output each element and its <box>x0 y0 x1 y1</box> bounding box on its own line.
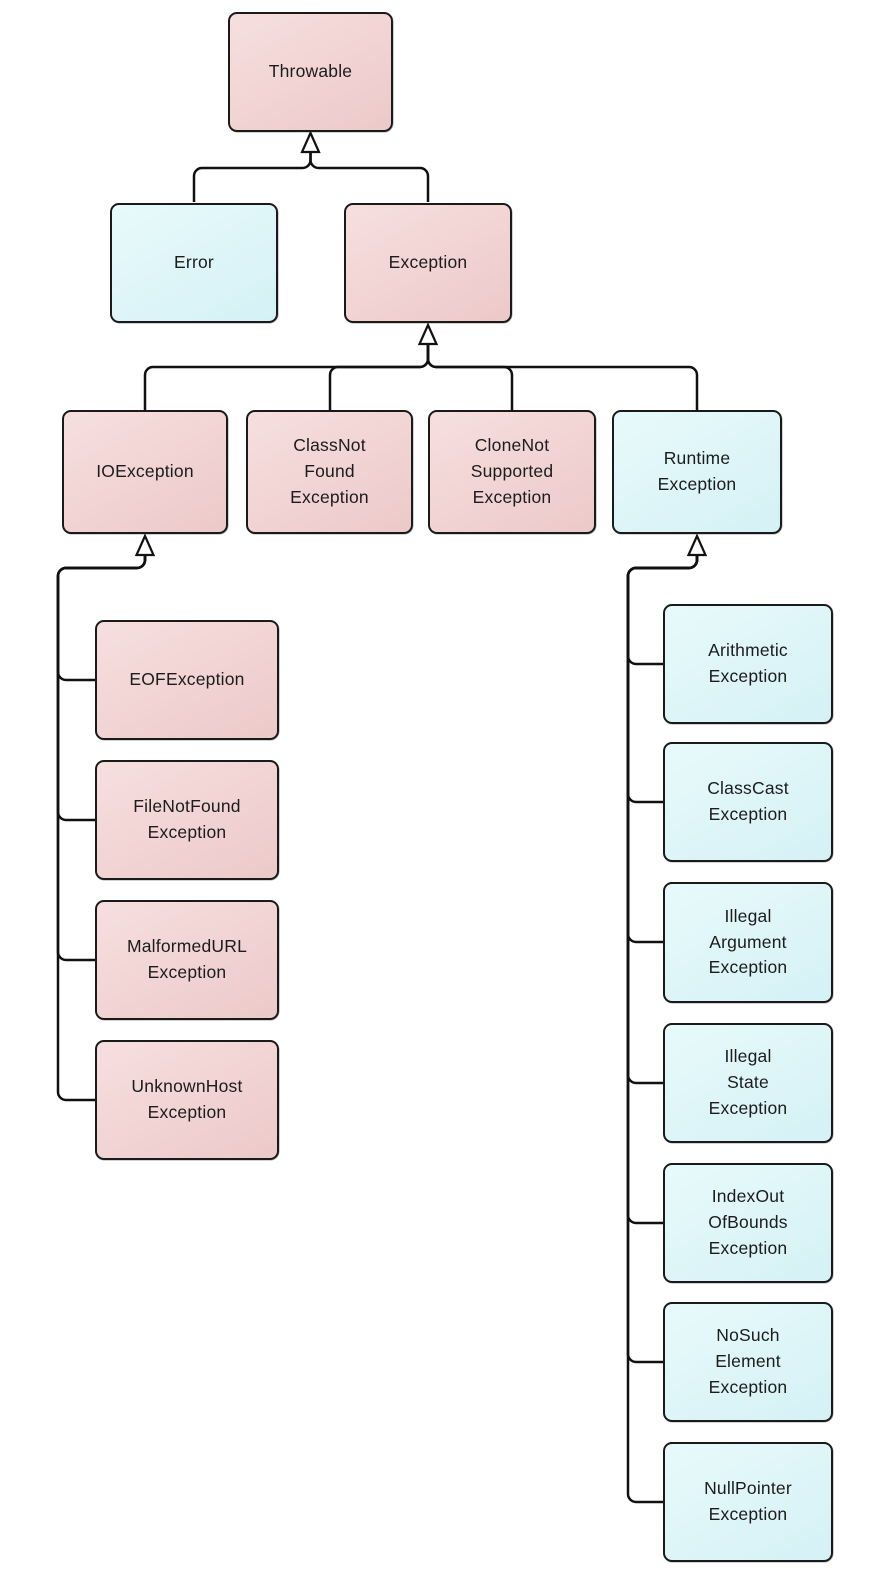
node-throwable: Throwable <box>228 12 393 132</box>
edge-ioexception-unknownhost <box>56 555 147 1102</box>
node-null-pointer-exception-label: NullPointer Exception <box>704 1478 792 1524</box>
edge-exception-ioexception <box>143 344 430 410</box>
node-clone-not-supported-exception-label: CloneNot Supported Exception <box>470 435 554 507</box>
edge-throwable-exception <box>309 151 430 202</box>
node-illegal-state-exception: Illegal State Exception <box>663 1023 833 1143</box>
node-eof-exception-label: EOFException <box>129 669 245 690</box>
node-unknown-host-exception-label: UnknownHost Exception <box>131 1076 243 1122</box>
edge-runtime-nullpointer <box>626 555 699 1504</box>
node-arithmetic-exception: Arithmetic Exception <box>663 604 833 724</box>
edge-throwable-error <box>192 151 312 202</box>
node-error: Error <box>110 203 278 323</box>
edge-exception-classnotfound <box>328 344 430 410</box>
node-runtime-exception: Runtime Exception <box>612 410 782 534</box>
edge-exception-runtimeexception <box>426 344 699 410</box>
node-file-not-found-exception: FileNotFound Exception <box>95 760 279 880</box>
node-malformed-url-exception-label: MalformedURL Exception <box>126 936 248 982</box>
node-throwable-label: Throwable <box>268 61 353 82</box>
node-file-not-found-exception-label: FileNotFound Exception <box>133 796 241 842</box>
inheritance-arrow-ioexception <box>134 533 156 557</box>
edge-exception-clonenotsupported <box>426 344 514 410</box>
node-exception-label: Exception <box>388 252 468 273</box>
inheritance-arrow-runtimeexception <box>686 533 708 557</box>
node-illegal-argument-exception-label: Illegal Argument Exception <box>708 905 788 978</box>
node-io-exception-label: IOException <box>96 461 194 482</box>
inheritance-arrow-throwable <box>300 130 321 154</box>
node-class-cast-exception: ClassCast Exception <box>663 742 833 862</box>
inheritance-arrow-exception <box>417 322 439 346</box>
node-class-cast-exception-label: ClassCast Exception <box>707 778 789 824</box>
node-exception: Exception <box>344 203 512 323</box>
node-error-label: Error <box>174 252 214 273</box>
node-class-not-found-exception: ClassNot Found Exception <box>246 410 413 534</box>
node-null-pointer-exception: NullPointer Exception <box>663 1442 833 1562</box>
node-no-such-element-exception: NoSuch Element Exception <box>663 1302 833 1422</box>
node-eof-exception: EOFException <box>95 620 279 740</box>
node-malformed-url-exception: MalformedURL Exception <box>95 900 279 1020</box>
node-illegal-argument-exception: Illegal Argument Exception <box>663 882 833 1003</box>
node-illegal-state-exception-label: Illegal State Exception <box>708 1046 788 1118</box>
node-clone-not-supported-exception: CloneNot Supported Exception <box>428 410 596 534</box>
node-class-not-found-exception-label: ClassNot Found Exception <box>290 435 369 507</box>
node-index-out-of-bounds-exception: IndexOut OfBounds Exception <box>663 1163 833 1283</box>
node-io-exception: IOException <box>62 410 228 534</box>
node-index-out-of-bounds-exception-label: IndexOut OfBounds Exception <box>708 1186 788 1258</box>
node-unknown-host-exception: UnknownHost Exception <box>95 1040 279 1160</box>
node-no-such-element-exception-label: NoSuch Element Exception <box>708 1325 788 1397</box>
node-arithmetic-exception-label: Arithmetic Exception <box>708 640 788 686</box>
node-runtime-exception-label: Runtime Exception <box>657 448 737 494</box>
